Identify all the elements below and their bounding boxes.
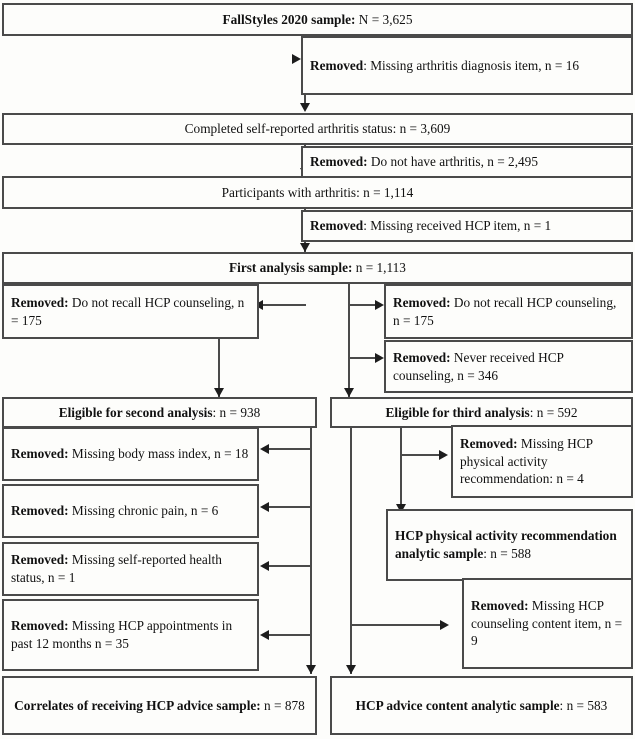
arrowhead-right-recall	[375, 300, 384, 310]
node-removed-no-arthritis-rest: Do not have arthritis, n = 2,495	[367, 154, 538, 170]
arrowhead-trunk-1	[300, 103, 310, 112]
node-removed-health-status-rest: Missing self-reported health status, n =…	[11, 552, 222, 585]
node-removed-recall-left-bold: Removed:	[11, 294, 69, 310]
node-removed-chronic-pain-bold: Removed:	[11, 503, 69, 519]
node-removed-appointments-rest: Missing HCP appointments in past 12 mont…	[11, 618, 233, 651]
node-removed-recall-right: Removed: Do not recall HCP counseling, n…	[384, 284, 633, 339]
arrowhead-removed-pa-recommendation	[439, 450, 448, 460]
arrowhead-right-outer-spine	[346, 665, 356, 674]
node-total-sample-bold: FallStyles 2020 sample:	[222, 11, 356, 27]
node-advice-content-sample: HCP advice content analytic sample: n = …	[330, 676, 633, 735]
connector-right-inner-spine	[400, 428, 402, 513]
node-eligible-third-bold: Eligible for third analysis	[385, 404, 530, 420]
node-removed-hcp-item-rest: : Missing received HCP item, n = 1	[363, 218, 552, 234]
node-removed-arthritis-item: Removed: Missing arthritis diagnosis ite…	[301, 36, 633, 95]
node-pa-recommendation-sample-bold: HCP physical activity recommendation ana…	[395, 528, 617, 561]
connector-right-never-received	[350, 357, 379, 359]
node-advice-content-sample-rest: : n = 583	[559, 697, 608, 713]
connector-removed-counseling-content	[352, 624, 444, 626]
arrowhead-removed-chronic-pain	[260, 502, 269, 512]
node-removed-chronic-pain: Removed: Missing chronic pain, n = 6	[2, 484, 259, 538]
arrowhead-removed-bmi	[260, 444, 269, 454]
node-completed-status-rest: Completed self-reported arthritis status…	[184, 121, 451, 137]
arrowhead-removed-counseling-content	[440, 620, 449, 630]
arrowhead-right-never-received	[375, 353, 384, 363]
node-correlates-sample: Correlates of receiving HCP advice sampl…	[2, 676, 317, 735]
node-removed-recall-right-bold: Removed:	[393, 294, 451, 310]
node-removed-recall-right-rest: Do not recall HCP counseling, n = 175	[393, 294, 617, 328]
connector-right-spine	[348, 284, 350, 397]
node-removed-never-received-bold: Removed:	[393, 349, 451, 365]
node-first-analysis-rest: n = 1,113	[352, 260, 406, 276]
node-removed-never-received: Removed: Never received HCP counseling, …	[384, 340, 633, 393]
node-removed-no-arthritis: Removed: Do not have arthritis, n = 2,49…	[301, 146, 633, 178]
node-removed-counseling-content-bold: Removed:	[471, 597, 529, 613]
arrowhead-removed-health-status	[260, 561, 269, 571]
node-pa-recommendation-sample: HCP physical activity recommendation ana…	[386, 509, 633, 581]
node-total-sample-rest: N = 3,625	[355, 11, 413, 27]
node-removed-never-received-rest: Never received HCP counseling, n = 346	[393, 349, 564, 383]
node-pa-recommendation-sample-rest: : n = 588	[483, 546, 532, 561]
node-participants-arthritis-rest: Participants with arthritis: n = 1,114	[221, 184, 414, 200]
connector-removed-health-status	[268, 565, 312, 567]
node-first-analysis: First analysis sample: n = 1,113	[2, 252, 633, 284]
node-removed-hcp-item: Removed: Missing received HCP item, n = …	[301, 210, 633, 242]
arrowhead-removed-appointments	[260, 630, 269, 640]
node-eligible-third-rest: : n = 592	[529, 404, 578, 420]
node-removed-bmi: Removed: Missing body mass index, n = 18	[2, 427, 259, 481]
connector-left-recall-2	[262, 304, 306, 306]
node-removed-health-status: Removed: Missing self-reported health st…	[2, 542, 259, 596]
node-removed-no-arthritis-bold: Removed:	[310, 154, 368, 170]
node-removed-pa-recommendation-bold: Removed:	[460, 435, 518, 451]
arrowhead-left-bottom-spine	[306, 665, 316, 674]
node-first-analysis-bold: First analysis sample:	[229, 260, 353, 276]
arrowhead-trunk-3	[300, 243, 310, 252]
node-removed-bmi-rest: Missing body mass index, n = 18	[68, 446, 249, 462]
arrowhead-right-spine	[344, 388, 354, 397]
node-removed-hcp-item-bold: Removed	[310, 218, 364, 234]
node-removed-counseling-content: Removed: Missing HCP counseling content …	[462, 578, 633, 669]
connector-removed-chronic-pain	[268, 506, 312, 508]
node-removed-appointments: Removed: Missing HCP appointments in pas…	[2, 599, 259, 671]
connector-removed-appointments	[268, 634, 312, 636]
node-eligible-second: Eligible for second analysis: n = 938	[2, 397, 317, 428]
node-removed-chronic-pain-rest: Missing chronic pain, n = 6	[68, 503, 219, 519]
connector-right-recall	[350, 304, 379, 306]
node-participants-arthritis: Participants with arthritis: n = 1,114	[2, 176, 633, 209]
node-completed-status: Completed self-reported arthritis status…	[2, 113, 633, 145]
node-removed-counseling-content-rest: Missing HCP counseling content item, n =…	[471, 597, 623, 649]
node-removed-recall-left-rest: Do not recall HCP counseling, n = 175	[11, 294, 245, 328]
connector-right-outer-spine	[350, 428, 352, 674]
node-removed-recall-left: Removed: Do not recall HCP counseling, n…	[2, 284, 259, 339]
node-removed-bmi-bold: Removed:	[11, 446, 69, 462]
node-eligible-second-rest: : n = 938	[212, 404, 261, 420]
connector-left-spine	[218, 284, 220, 397]
arrowhead-right-inner-spine	[396, 504, 406, 513]
node-total-sample: FallStyles 2020 sample: N = 3,625	[2, 3, 633, 36]
node-removed-pa-recommendation: Removed: Missing HCP physical activity r…	[451, 425, 633, 498]
arrowhead-branch-1-hidden	[292, 54, 301, 64]
connector-removed-pa-recommendation	[402, 454, 443, 456]
arrowhead-left-spine	[214, 388, 224, 397]
node-removed-arthritis-item-rest: : Missing arthritis diagnosis item, n = …	[363, 57, 580, 73]
node-removed-appointments-bold: Removed:	[11, 618, 69, 634]
node-eligible-third: Eligible for third analysis: n = 592	[330, 397, 633, 428]
connector-removed-bmi	[268, 448, 312, 450]
node-eligible-second-bold: Eligible for second analysis	[58, 404, 213, 420]
node-advice-content-sample-bold: HCP advice content analytic sample	[355, 697, 560, 713]
connector-left-bottom-spine	[310, 428, 312, 674]
node-removed-arthritis-item-bold: Removed	[310, 57, 364, 73]
node-removed-health-status-bold: Removed:	[11, 552, 69, 568]
node-correlates-sample-rest: n = 878	[260, 697, 305, 713]
node-correlates-sample-bold: Correlates of receiving HCP advice sampl…	[14, 697, 261, 713]
node-removed-pa-recommendation-rest: Missing HCP physical activity recommenda…	[460, 435, 593, 487]
